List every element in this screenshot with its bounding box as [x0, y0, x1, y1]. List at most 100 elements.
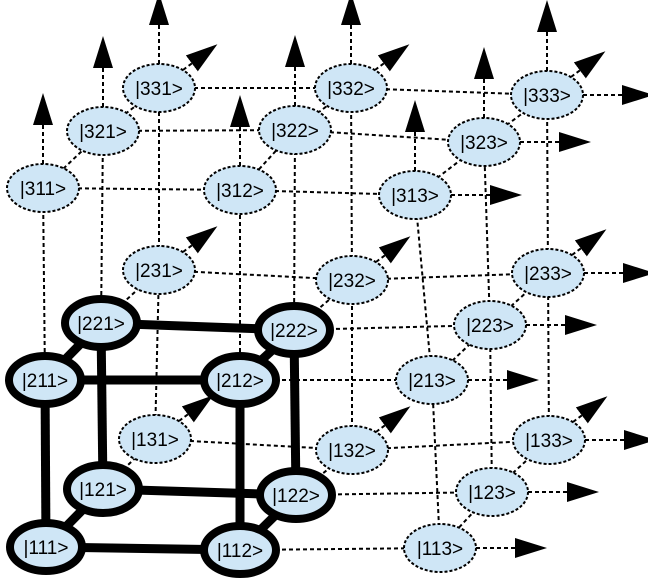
state-node-label: |331> — [135, 79, 183, 100]
state-node-label: |111> — [24, 538, 69, 559]
edge-123-223 — [489, 324, 493, 493]
state-node-ellipse — [510, 70, 584, 120]
state-node-131: |131> — [118, 414, 192, 464]
arrow-diag-231 — [182, 226, 218, 254]
state-node-ellipse — [122, 245, 196, 295]
arrow-diag-233 — [571, 229, 607, 257]
state-node-112: |112> — [200, 522, 280, 578]
state-node-113: |113> — [403, 523, 477, 573]
state-node-313: |313> — [378, 170, 452, 220]
state-node-231: |231> — [122, 245, 196, 295]
state-node-132: |132> — [315, 425, 389, 475]
state-node-label: |332> — [327, 79, 375, 100]
state-node-label: |231> — [135, 261, 183, 282]
state-node-label: |132> — [328, 441, 376, 462]
state-node-312: |312> — [203, 165, 277, 215]
state-node-ellipse — [512, 415, 586, 465]
edge-133-233 — [547, 272, 550, 441]
state-node-ellipse — [5, 352, 85, 408]
state-node-ellipse — [6, 163, 80, 213]
edge-221-321 — [100, 130, 104, 324]
edge-131-231 — [154, 269, 160, 440]
state-node-212: |212> — [200, 352, 280, 408]
state-node-label: |321> — [79, 122, 127, 143]
state-node-label: |323> — [460, 133, 508, 154]
state-node-123: |123> — [455, 467, 529, 517]
state-node-ellipse — [315, 425, 389, 475]
arrow-diag-332 — [374, 44, 410, 72]
state-node-ellipse — [6, 519, 86, 575]
edge-232-332 — [350, 87, 353, 281]
state-node-331: |331> — [122, 63, 196, 113]
state-node-323: |323> — [447, 117, 521, 167]
arrows-layer — [33, 0, 648, 558]
state-node-ellipse — [66, 106, 140, 156]
state-node-222: |222> — [254, 302, 334, 358]
state-node-ellipse — [203, 165, 277, 215]
arrow-diag-331 — [182, 44, 218, 72]
edge-223-323 — [483, 141, 491, 326]
state-node-ellipse — [395, 355, 469, 405]
state-node-ellipse — [200, 352, 280, 408]
state-node-ellipse — [118, 414, 192, 464]
arrow-diag-333 — [570, 51, 606, 79]
arrow-diag-132 — [375, 406, 411, 434]
state-node-ellipse — [61, 295, 141, 351]
state-node-111: |111> — [6, 519, 86, 575]
state-node-label: |311> — [20, 179, 66, 200]
state-node-333: |333> — [510, 70, 584, 120]
state-node-ellipse — [455, 467, 529, 517]
edge-121-131 — [102, 438, 156, 490]
state-node-label: |213> — [408, 371, 456, 392]
edge-233-333 — [546, 94, 549, 274]
arrow-diag-131 — [178, 395, 214, 423]
state-node-label: |322> — [271, 121, 319, 142]
edge-113-213 — [431, 379, 441, 549]
state-node-ellipse — [63, 461, 143, 517]
state-node-label: |313> — [391, 186, 439, 207]
state-node-label: |131> — [131, 430, 179, 451]
state-node-ellipse — [378, 170, 452, 220]
state-node-233: |233> — [511, 248, 585, 298]
state-node-211: |211> — [5, 352, 85, 408]
state-node-221: |221> — [61, 295, 141, 351]
state-node-label: |122> — [272, 486, 320, 507]
state-node-label: |212> — [216, 371, 264, 392]
state-node-label: |123> — [468, 483, 516, 504]
state-node-133: |133> — [512, 415, 586, 465]
state-node-ellipse — [122, 63, 196, 113]
state-node-label: |211> — [22, 371, 68, 392]
state-node-232: |232> — [315, 255, 389, 305]
arrow-diag-133 — [572, 396, 608, 424]
state-node-ellipse — [258, 105, 332, 155]
state-node-label: |312> — [216, 181, 264, 202]
nodes-layer: |111> |112> |113> |121> |122> |123> |131> |132>… — [5, 63, 586, 578]
state-node-label: |121> — [79, 480, 127, 501]
state-node-ellipse — [200, 522, 280, 578]
state-node-ellipse — [453, 300, 527, 350]
state-node-ellipse — [254, 302, 334, 358]
state-node-ellipse — [403, 523, 477, 573]
state-node-122: |122> — [256, 467, 336, 523]
edge-211-311 — [42, 187, 46, 381]
state-node-label: |222> — [270, 321, 318, 342]
state-node-ellipse — [314, 63, 388, 113]
edge-213-313 — [414, 194, 433, 381]
state-node-ellipse — [511, 248, 585, 298]
edge-222-322 — [293, 129, 296, 331]
edge-112-113 — [239, 547, 441, 551]
state-node-label: |232> — [328, 271, 376, 292]
state-node-ellipse — [315, 255, 389, 305]
state-node-ellipse — [256, 467, 336, 523]
state-node-223: |223> — [453, 300, 527, 350]
state-node-332: |332> — [314, 63, 388, 113]
state-node-ellipse — [447, 117, 521, 167]
state-node-label: |223> — [466, 316, 514, 337]
arrow-diag-232 — [375, 236, 411, 264]
state-node-label: |113> — [417, 539, 463, 560]
state-node-311: |311> — [6, 163, 80, 213]
state-node-label: |233> — [524, 264, 572, 285]
state-node-label: |112> — [217, 541, 263, 562]
state-node-213: |213> — [395, 355, 469, 405]
